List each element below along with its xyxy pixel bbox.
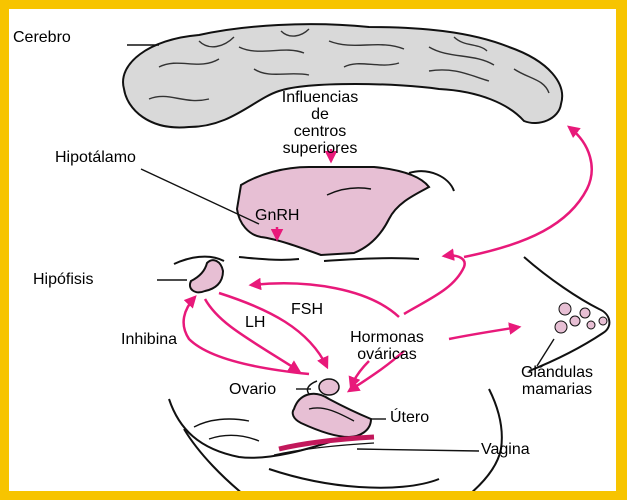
label-influencias-line1: Influencias bbox=[245, 89, 395, 106]
label-utero: Útero bbox=[390, 409, 429, 426]
label-cerebro: Cerebro bbox=[13, 29, 71, 46]
label-influencias-line2: de bbox=[245, 106, 395, 123]
label-hormonas-line2: ováricas bbox=[327, 346, 447, 363]
label-inhibina: Inhibina bbox=[121, 331, 177, 348]
label-influencias-line3: centros bbox=[245, 123, 395, 140]
label-lh: LH bbox=[245, 314, 265, 331]
label-influencias: Influencias de centros superiores bbox=[245, 89, 395, 157]
label-influencias-line4: superiores bbox=[245, 140, 395, 157]
label-ovario: Ovario bbox=[229, 381, 276, 398]
label-fsh: FSH bbox=[291, 301, 323, 318]
label-hormonas-line1: Hormonas bbox=[327, 329, 447, 346]
label-vagina: Vagina bbox=[481, 441, 530, 458]
breast-illustration bbox=[524, 257, 609, 371]
label-glandulas-mamarias: Glándulas mamarias bbox=[497, 364, 617, 398]
label-hipotalamo: Hipotálamo bbox=[55, 149, 136, 166]
hypothalamus-illustration bbox=[174, 167, 454, 292]
arrow-hormonas-to-cerebro bbox=[464, 127, 592, 257]
diagram-drawing bbox=[9, 9, 627, 500]
arrow-hormonas-to-hipofisis bbox=[251, 283, 399, 317]
label-hormonas-ovaricas: Hormonas ováricas bbox=[327, 329, 447, 363]
arrow-lh-to-ovario bbox=[205, 299, 299, 371]
vagina-leader bbox=[357, 449, 479, 451]
arrow-hormonas-to-hipotalamo bbox=[404, 256, 465, 314]
label-gnrh: GnRH bbox=[255, 207, 299, 224]
label-glandulas-line2: mamarias bbox=[497, 381, 617, 398]
label-glandulas-line1: Glándulas bbox=[497, 364, 617, 381]
label-hipofisis: Hipófisis bbox=[33, 271, 93, 288]
arrow-hormonas-to-glandulas bbox=[449, 327, 519, 339]
pelvis-illustration bbox=[169, 379, 502, 499]
